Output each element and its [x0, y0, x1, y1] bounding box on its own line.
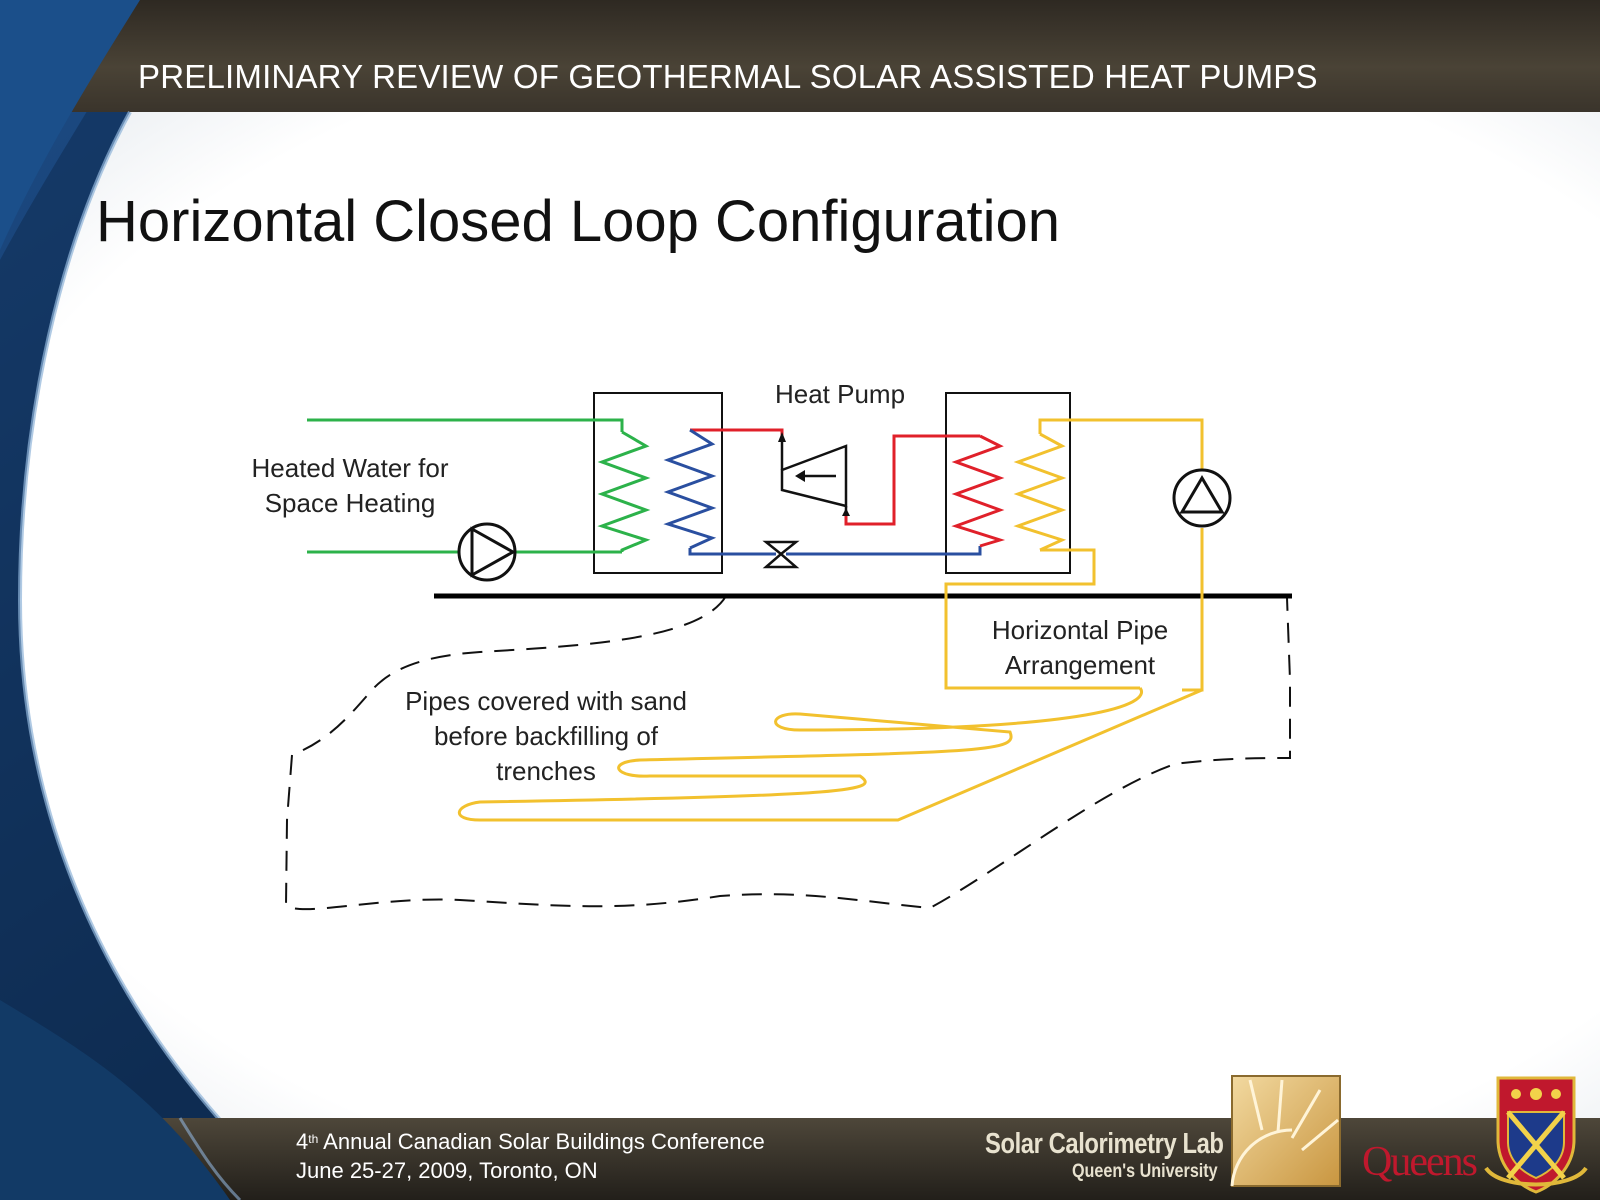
evaporator-box [945, 392, 1071, 574]
pipe-arrangement-label-line1: Horizontal Pipe [991, 615, 1169, 645]
heated-water-label-line2: Space Heating [264, 488, 436, 518]
university-wordmark: Queens [1362, 1139, 1478, 1185]
lab-university: Queen's University [1072, 1161, 1218, 1182]
heated-water-label: Heated Water for Space Heating [251, 451, 448, 521]
lab-name: Solar Calorimetry Lab [985, 1128, 1224, 1160]
sand-label-line3: trenches [496, 756, 596, 786]
conference-ordinal-suffix: th [308, 1132, 319, 1146]
ground-loop [457, 418, 1204, 822]
conference-ordinal: 4 [296, 1129, 309, 1154]
building-loop [307, 418, 651, 554]
sand-label-line1: Pipes covered with sand [405, 686, 687, 716]
pipe-arrangement-label-line2: Arrangement [1004, 650, 1156, 680]
sand-label-line2: before backfilling of [433, 721, 659, 751]
sand-label: Pipes covered with sand before backfilli… [405, 684, 687, 789]
heated-water-label-line1: Heated Water for [251, 453, 449, 483]
pump-icon [457, 522, 517, 582]
header-title: PRELIMINARY REVIEW OF GEOTHERMAL SOLAR A… [138, 58, 1318, 95]
conference-dates: June 25-27, 2009, Toronto, ON [296, 1158, 598, 1183]
expansion-valve-icon [762, 540, 800, 569]
trench-outline [284, 595, 1291, 911]
conference-name: Annual Canadian Solar Buildings Conferen… [318, 1129, 765, 1154]
condenser-box [593, 392, 723, 574]
slide-title: Horizontal Closed Loop Configuration [96, 189, 1061, 254]
heat-pump-label: Heat Pump [775, 377, 905, 412]
conference-name-line: 4th Annual Canadian Solar Buildings Conf… [296, 1127, 765, 1156]
circulator-pump-icon [1172, 468, 1232, 528]
conference-info: 4th Annual Canadian Solar Buildings Conf… [296, 1127, 765, 1185]
heat-pump-label-text: Heat Pump [774, 379, 906, 409]
pipe-arrangement-label: Horizontal Pipe Arrangement [992, 613, 1168, 683]
compressor-icon [778, 432, 850, 516]
